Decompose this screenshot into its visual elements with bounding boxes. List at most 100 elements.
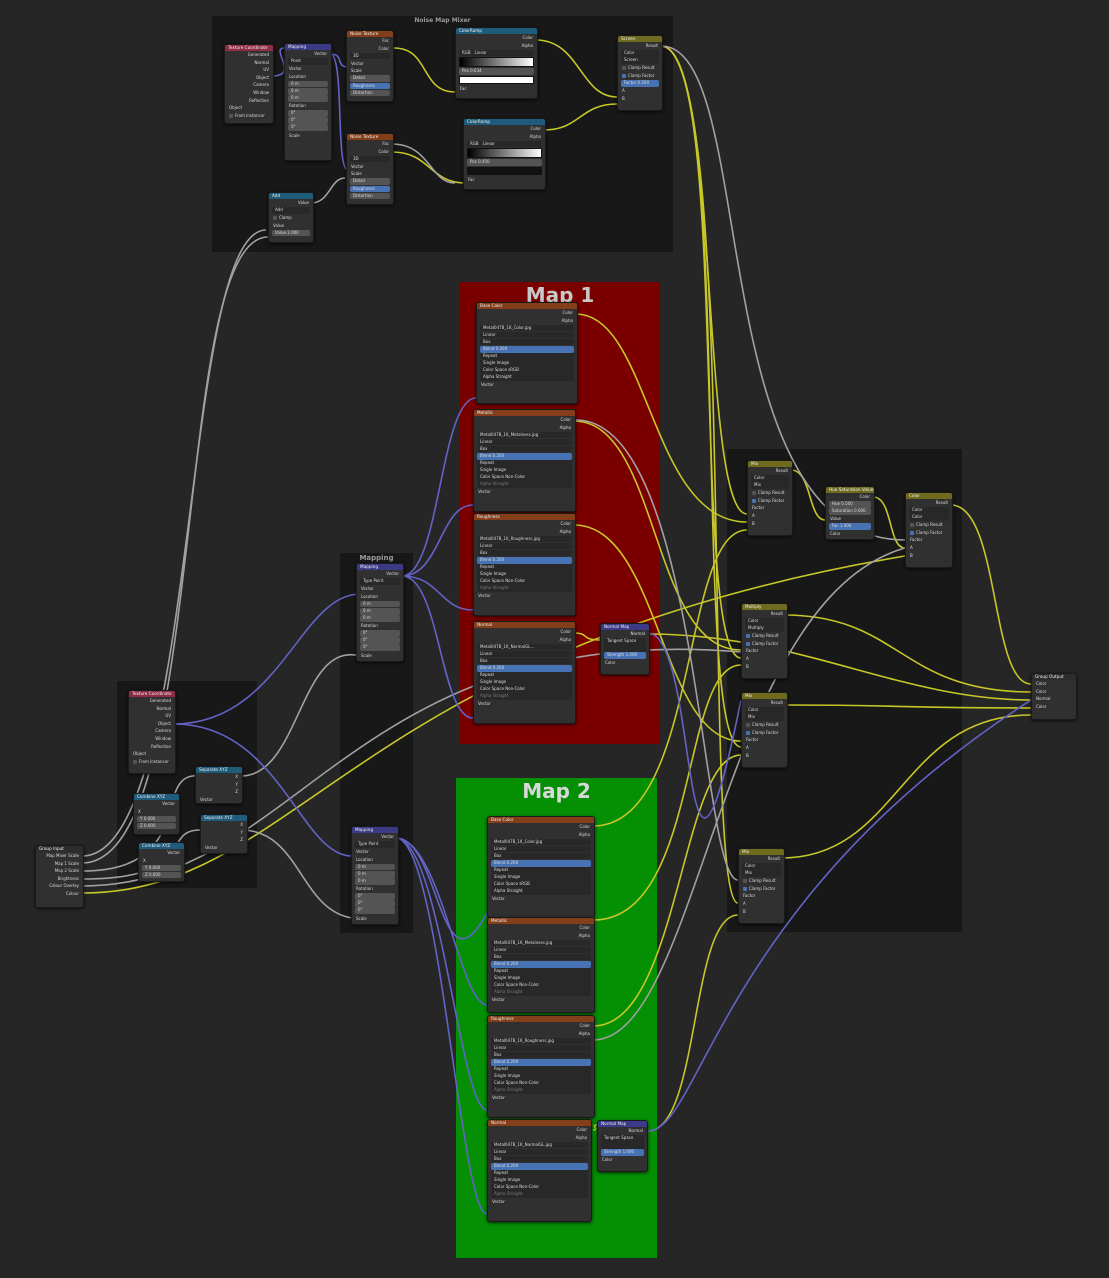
checkbox[interactable] [746, 641, 750, 646]
rotation-x-field[interactable]: 0° [288, 110, 328, 117]
socket-b-in[interactable]: B [746, 752, 749, 758]
socket-a-in[interactable]: A [746, 656, 749, 662]
socket-vector-in[interactable]: Vector [351, 60, 364, 66]
image-file-field[interactable]: Metal047B_1K_Color.jpg [491, 838, 591, 846]
object-field[interactable]: Object [229, 105, 243, 111]
projection-dropdown[interactable]: Box [491, 1051, 591, 1059]
clamp-factor-checkbox[interactable]: Clamp Factor [739, 885, 784, 893]
clamp-result-checkbox[interactable]: Clamp Result [748, 489, 792, 497]
socket-vector-in[interactable]: Vector [492, 1199, 505, 1205]
ramp-stop-color[interactable] [459, 75, 534, 84]
uv-map-field[interactable] [604, 645, 646, 652]
socket-x-in[interactable]: X [143, 857, 146, 863]
color-mode-dropdown[interactable]: RGB Linear [459, 49, 534, 57]
socket-value-in[interactable]: Value [830, 516, 841, 522]
extension-dropdown[interactable]: Repeat [477, 564, 572, 571]
image-file-field[interactable]: Metal047B_1K_Roughness.jpg [477, 535, 572, 543]
socket-result-out[interactable]: Result [770, 700, 783, 705]
socket-factor-in[interactable]: Factor [743, 893, 756, 899]
socket-colour[interactable]: Colour [66, 890, 79, 896]
socket-b-in[interactable]: B [910, 552, 913, 558]
image-file-field[interactable]: Metal047B_1K_NormalGL.jpg [491, 1141, 588, 1149]
socket-vector-out[interactable]: Vector [381, 834, 394, 839]
dimensions-dropdown[interactable]: 3D [350, 52, 390, 60]
image-texture-node[interactable]: Base Color Color Alpha Metal047B_1K_Colo… [476, 302, 578, 404]
clamp-checkbox[interactable]: Clamp [269, 214, 313, 222]
socket-alpha-out[interactable]: Alpha [559, 528, 571, 534]
space-dropdown[interactable]: Tangent Space [601, 1135, 644, 1142]
socket-color-in[interactable]: Color [602, 1157, 613, 1163]
rotation-x-field[interactable]: 0° [355, 893, 395, 900]
socket-color-out[interactable]: Color [560, 417, 571, 422]
detail-field[interactable]: Detail [350, 178, 390, 186]
socket-vector-in[interactable]: Vector [478, 593, 491, 599]
image-texture-node[interactable]: Metallic Color Alpha Metal047B_1K_Metaln… [487, 917, 595, 1013]
space-dropdown[interactable]: Tangent Space [604, 638, 646, 645]
checkbox[interactable] [229, 113, 233, 118]
socket-color-out[interactable]: Color [560, 629, 571, 634]
rotation-y-field[interactable]: 0° [288, 117, 328, 124]
clamp-result-checkbox[interactable]: Clamp Result [906, 521, 952, 529]
image-file-field[interactable]: Metal047B_1K_Metalness.jpg [477, 431, 572, 439]
socket-a-in[interactable]: A [743, 901, 746, 907]
mapping-node[interactable]: Mapping Vector Type Point Vector Locatio… [351, 826, 399, 925]
blend-mode-dropdown[interactable]: Mix [751, 482, 789, 489]
socket-colour-overlay[interactable]: Colour Overlay [49, 883, 79, 889]
blend-mode-dropdown[interactable]: Mix [745, 714, 784, 721]
checkbox[interactable] [273, 216, 277, 221]
socket-normal[interactable]: Normal [156, 705, 171, 711]
checkbox[interactable] [910, 523, 914, 528]
socket-window[interactable]: Window [155, 735, 171, 741]
blend-mode-dropdown[interactable]: Screen [621, 57, 659, 64]
data-type-dropdown[interactable]: Color [742, 863, 781, 870]
socket-alpha-out[interactable]: Alpha [561, 317, 573, 323]
math-add-node[interactable]: Add Value Add Clamp Value Value 2.000 [268, 192, 314, 243]
socket-vector-in[interactable]: Vector [351, 163, 364, 169]
texture-coordinate-node[interactable]: Texture Coordinate Generated Normal UV O… [224, 44, 274, 124]
colorramp-node[interactable]: ColorRamp Color Alpha RGB Linear Pos 0.6… [455, 27, 538, 99]
texture-coordinate-node[interactable]: Texture Coordinate Generated Normal UV O… [128, 690, 176, 774]
socket-a-in[interactable]: A [746, 745, 749, 751]
interpolation-dropdown[interactable]: Linear [491, 845, 591, 853]
object-field[interactable]: Object [133, 751, 147, 757]
source-dropdown[interactable]: Single Image [480, 360, 574, 367]
colorramp-node[interactable]: ColorRamp Color Alpha RGB Linear Pos 0.4… [463, 118, 546, 190]
location-y-field[interactable]: 0 m [288, 87, 328, 95]
socket-vector-in[interactable]: Vector [478, 489, 491, 495]
image-file-field[interactable]: Metal047B_1K_Color.jpg [480, 324, 574, 332]
socket-map-2-scale[interactable]: Map 2 Scale [54, 868, 79, 874]
group-output-node[interactable]: Group Output Color Color Normal Color [1031, 673, 1077, 720]
socket-vector-out[interactable]: Vector [167, 850, 180, 855]
socket-color-in[interactable]: Color [830, 531, 841, 537]
checkbox[interactable] [752, 491, 756, 496]
checkbox[interactable] [133, 759, 137, 764]
socket-vector-out[interactable]: Vector [314, 51, 327, 56]
socket-color-out[interactable]: Color [579, 925, 590, 930]
interpolation-dropdown[interactable]: Linear [480, 331, 574, 339]
interpolation-dropdown[interactable]: Linear [491, 1044, 591, 1052]
projection-dropdown[interactable]: Box [477, 445, 572, 453]
socket-generated[interactable]: Generated [247, 52, 269, 57]
clamp-factor-checkbox[interactable]: Clamp Factor [906, 529, 952, 537]
roughness-field[interactable]: Roughness [350, 185, 390, 193]
socket-color-out[interactable]: Color [576, 1127, 587, 1132]
projection-dropdown[interactable]: Box [480, 338, 574, 346]
socket-b-in[interactable]: B [746, 663, 749, 669]
data-type-dropdown[interactable]: Color [745, 618, 784, 625]
clamp-result-checkbox[interactable]: Clamp Result [742, 721, 787, 729]
source-dropdown[interactable]: Single Image [491, 874, 591, 881]
location-y-field[interactable]: 0 m [355, 870, 395, 878]
checkbox[interactable] [746, 723, 750, 728]
source-dropdown[interactable]: Single Image [491, 1177, 588, 1184]
interpolation-dropdown[interactable]: Linear [491, 946, 591, 954]
rotation-y-field[interactable]: 0° [360, 637, 400, 644]
normal-map-node[interactable]: Normal Map Normal Tangent Space Strength… [600, 623, 650, 675]
socket-vector-in[interactable]: Vector [200, 796, 213, 802]
socket-alpha-out[interactable]: Alpha [575, 1134, 587, 1140]
image-texture-node[interactable]: Metallic Color Alpha Metal047B_1K_Metaln… [473, 409, 576, 512]
rotation-z-field[interactable]: 0° [360, 644, 400, 652]
rotation-z-field[interactable]: 0° [355, 907, 395, 915]
color-ramp-gradient[interactable] [459, 57, 534, 68]
mix-node[interactable]: Mix Result Color Mix Clamp Result Clamp … [747, 460, 793, 536]
roughness-field[interactable]: Roughness [350, 82, 390, 90]
